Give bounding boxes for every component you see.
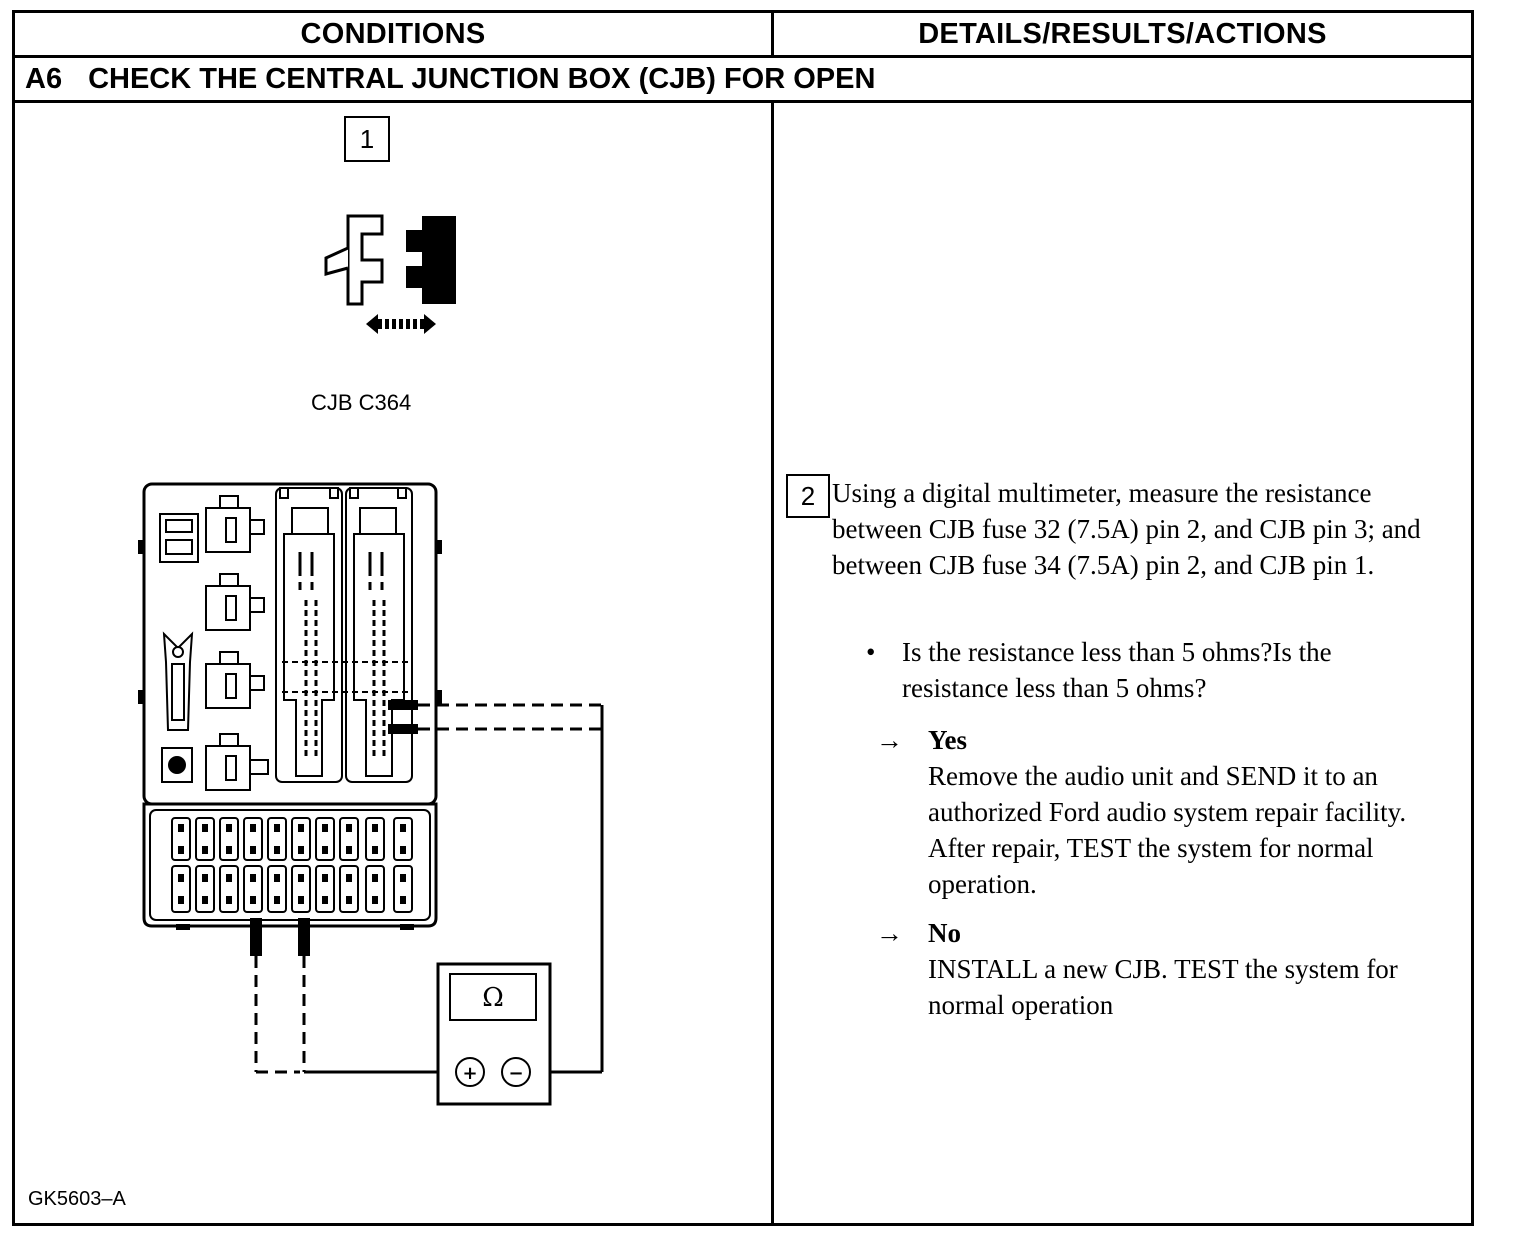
column-divider bbox=[771, 100, 774, 1223]
arrow-icon: → bbox=[876, 725, 903, 755]
ohm-symbol: Ω bbox=[482, 983, 504, 1013]
connector-disconnect-icon bbox=[324, 214, 456, 306]
no-action-text: INSTALL a new CJB. TEST the system for n… bbox=[928, 954, 1398, 1020]
arrow-icon: → bbox=[876, 918, 903, 948]
step-id: A6 bbox=[25, 62, 63, 95]
step1-number-box: 1 bbox=[344, 116, 390, 162]
no-answer: → No INSTALL a new CJB. TEST the system … bbox=[876, 915, 1456, 1023]
step-title: A6 CHECK THE CENTRAL JUNCTION BOX (CJB) … bbox=[25, 58, 875, 100]
multimeter-icon: Ω + − bbox=[436, 962, 552, 1106]
cjb-diagram: Ω + − bbox=[138, 214, 604, 1106]
cjb-body bbox=[138, 482, 442, 930]
yes-action-text: Remove the audio unit and SEND it to an … bbox=[928, 761, 1407, 899]
yes-answer: → Yes Remove the audio unit and SEND it … bbox=[876, 722, 1456, 902]
procedure-table: CONDITIONS DETAILS/RESULTS/ACTIONS A6 CH… bbox=[12, 10, 1474, 1226]
connector-label: CJB C364 bbox=[311, 390, 412, 415]
figure-id: GK5603–A bbox=[28, 1188, 126, 1210]
yes-label: Yes bbox=[928, 725, 967, 755]
instruction-text: Using a digital multimeter, measure the … bbox=[832, 478, 1421, 580]
header-divider bbox=[15, 55, 1471, 58]
conditions-header: CONDITIONS bbox=[15, 13, 774, 55]
step2-number-box: 2 bbox=[786, 474, 830, 518]
question-text: Is the resistance less than 5 ohms?Is th… bbox=[902, 637, 1332, 703]
plus-symbol: + bbox=[462, 1063, 477, 1084]
step-title-text: CHECK THE CENTRAL JUNCTION BOX (CJB) FOR… bbox=[88, 62, 876, 95]
connector-probes bbox=[388, 700, 604, 1072]
details-header: DETAILS/RESULTS/ACTIONS bbox=[918, 17, 1327, 50]
fuse-probes bbox=[250, 918, 602, 1074]
bullet-icon: • bbox=[866, 637, 876, 667]
question-bullet: • Is the resistance less than 5 ohms?Is … bbox=[866, 634, 1426, 706]
title-divider bbox=[15, 100, 1471, 103]
double-arrow-icon bbox=[366, 314, 436, 334]
minus-symbol: − bbox=[508, 1063, 523, 1084]
no-label: No bbox=[928, 918, 961, 948]
